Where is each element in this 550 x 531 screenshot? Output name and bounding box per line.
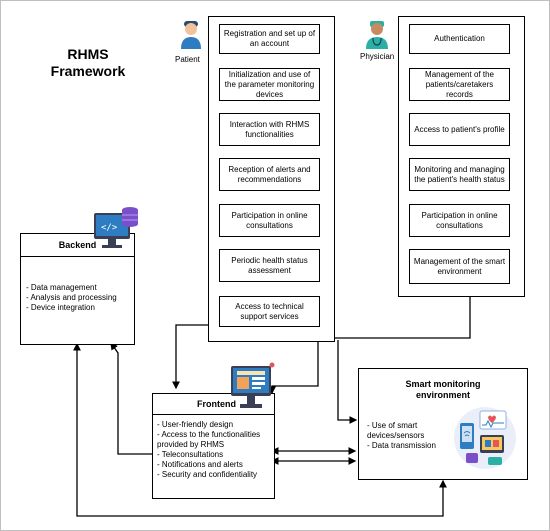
frontend-title: Frontend (197, 398, 236, 409)
smart-title-line-1: Smart monitoring (405, 379, 481, 389)
physician-step-1: Authentication (409, 24, 510, 54)
patient-step-4: Reception of alerts and recommendations (219, 158, 320, 191)
arrow-patient-to-smart (337, 340, 358, 424)
patient-step-6: Periodic health status assessment (219, 249, 320, 282)
backend-item-1: - Data management (26, 283, 97, 292)
frontend-item-2: - Access to the functionalities (157, 430, 261, 439)
smart-item-3: - Data transmission (367, 441, 436, 450)
frontend-item-6: - Security and confidentiality (157, 470, 258, 479)
patient-step-3: Interaction with RHMS functionalities (219, 113, 320, 146)
smart-item-2: devices/sensors (367, 431, 425, 440)
arrow-patient-to-frontend (172, 324, 208, 390)
smart-devices-icon (454, 407, 516, 469)
patient-step-2: Initialization and use of the parameter … (219, 68, 320, 101)
smart-item-1: - Use of smart (367, 421, 418, 430)
frontend-box: Frontend - User-friendly design - Access… (152, 393, 275, 499)
physician-step-5: Participation in online consultations (409, 204, 510, 237)
physician-step-3: Access to patient's profile (409, 113, 510, 146)
web-monitor-icon (231, 362, 275, 408)
patient-step-5: Participation in online consultations (219, 204, 320, 237)
diagram-title: RHMS Framework (38, 46, 138, 80)
patient-step-1: Registration and set up of an account (219, 24, 320, 54)
physician-label: Physician (360, 52, 395, 61)
title-line-2: Framework (50, 63, 126, 79)
backend-item-3: - Device integration (26, 303, 95, 312)
physician-step-2: Management of the patients/caretakers re… (409, 68, 510, 101)
patient-step-7: Access to technical support services (219, 296, 320, 327)
backend-box: Backend - Data management - Analysis and… (20, 233, 135, 345)
patient-label: Patient (175, 55, 200, 64)
frontend-item-5: - Notifications and alerts (157, 460, 243, 469)
server-computer-icon: </> (94, 207, 138, 248)
patient-icon (181, 21, 201, 49)
physician-step-4: Monitoring and managing the patient's he… (409, 158, 510, 191)
smart-title-line-2: environment (415, 390, 470, 400)
arrow-backend-smart (73, 342, 447, 517)
arrow-backend-frontend (110, 341, 152, 455)
title-line-1: RHMS (67, 46, 109, 62)
physician-step-6: Management of the smart environment (409, 249, 510, 284)
backend-item-2: - Analysis and processing (26, 293, 117, 302)
frontend-item-4: - Teleconsultations (157, 450, 224, 459)
svg-text:</>: </> (101, 223, 118, 233)
frontend-item-1: - User-friendly design (157, 420, 234, 429)
physician-icon (366, 21, 388, 49)
backend-title: Backend (58, 239, 97, 250)
frontend-item-3: provided by RHMS (157, 440, 225, 449)
